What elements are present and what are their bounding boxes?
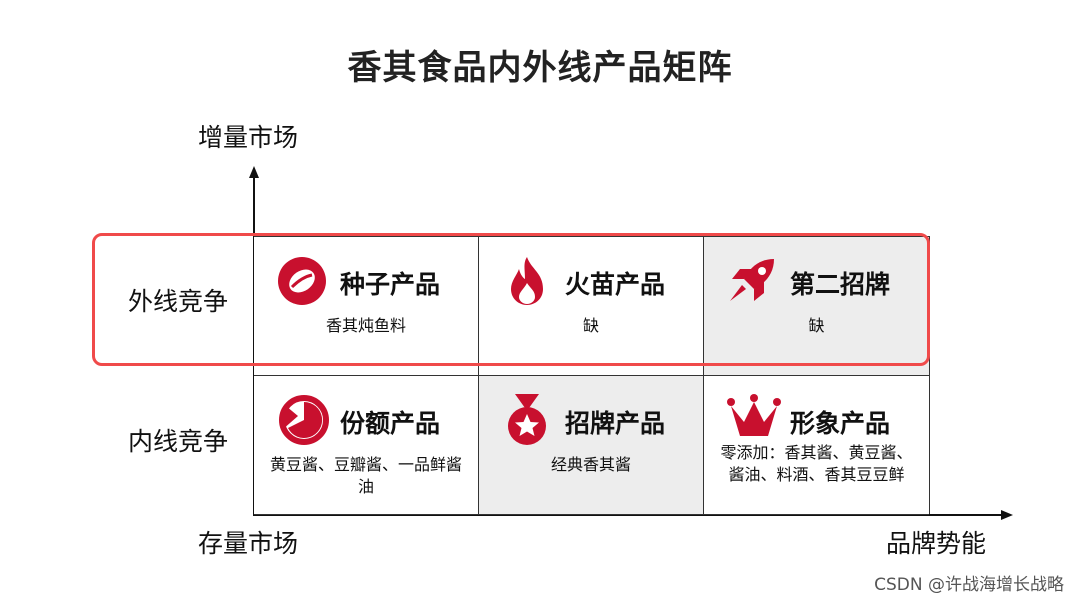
cell-desc: 零添加：香其酱、黄豆酱、酱油、料酒、香其豆豆鲜 (720, 443, 913, 484)
page-title: 香其食品内外线产品矩阵 (347, 48, 733, 88)
cell-desc: 缺 (582, 316, 599, 335)
crown-icon (727, 394, 781, 436)
cell-title: 火苗产品 (565, 270, 666, 299)
grid-right-border (929, 236, 930, 514)
watermark: CSDN @许战海增长战略 (874, 575, 1064, 595)
cell-share-product: 份额产品 黄豆酱、豆瓣酱、一品鲜酱油 (254, 376, 479, 515)
outer-competition-highlight (92, 233, 930, 366)
cell-desc: 香其炖鱼料 (325, 316, 406, 335)
row-label-inner: 内线竞争 (128, 427, 229, 456)
matrix-grid: 种子产品 香其炖鱼料 火苗产品 缺 第二招牌 缺 (254, 236, 930, 515)
cell-desc: 经典香其酱 (550, 455, 631, 474)
grid-top-border (254, 236, 930, 237)
x-axis (253, 514, 1003, 516)
cell-title: 招牌产品 (565, 409, 666, 438)
cell-seed-product: 种子产品 香其炖鱼料 (254, 237, 479, 376)
x-axis-arrow (1001, 510, 1013, 520)
cell-desc: 黄豆酱、豆瓣酱、一品鲜酱油 (269, 455, 462, 496)
cell-desc: 缺 (808, 316, 825, 335)
flame-icon (511, 257, 543, 305)
cell-title: 份额产品 (340, 409, 441, 438)
x-axis-label-left: 存量市场 (198, 529, 299, 558)
rocket-icon (730, 259, 774, 301)
x-axis-label-right: 品牌势能 (886, 529, 987, 558)
y-axis-arrow (249, 166, 259, 178)
y-axis-label-top: 增量市场 (198, 123, 299, 152)
row-label-outer: 外线竞争 (128, 287, 229, 316)
cell-title: 第二招牌 (790, 270, 891, 299)
medal-icon (508, 394, 546, 445)
cell-second-brand: 第二招牌 缺 (704, 237, 929, 376)
pie-icon (279, 395, 329, 445)
seed-icon (278, 257, 326, 305)
cell-title: 种子产品 (340, 270, 441, 299)
cell-image-product: 形象产品 零添加：香其酱、黄豆酱、酱油、料酒、香其豆豆鲜 (704, 376, 929, 515)
cell-signature-product: 招牌产品 经典香其酱 (479, 376, 704, 515)
cell-flame-product: 火苗产品 缺 (479, 237, 704, 376)
cell-title: 形象产品 (790, 409, 891, 438)
